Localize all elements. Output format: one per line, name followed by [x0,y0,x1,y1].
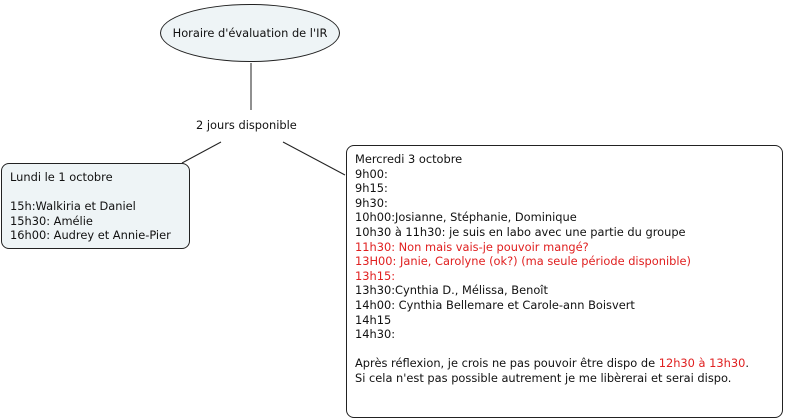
wednesday-note-line1: Après réflexion, je crois ne pas pouvoir… [355,356,774,371]
wednesday-slot: 9h15: [355,181,388,196]
note-text: Après réflexion, je crois ne pas pouvoir… [355,356,659,371]
wednesday-note-line2: Si cela n'est pas possible autrement je … [355,370,732,385]
note-end: . [745,356,749,371]
wednesday-slot: 14h30: [355,327,396,342]
wednesday-slot: 13H00: Janie, Carolyne (ok?) (ma seule p… [355,254,691,269]
note-highlight: 12h30 à 13h30 [658,356,746,371]
wednesday-slot: 10h30 à 11h30: je suis en labo avec une … [355,224,686,239]
monday-node[interactable]: Lundi le 1 octobre 15h:Walkiria et Danie… [1,163,190,249]
monday-slot: 15h30: Amélie [10,213,93,228]
root-concept-title: Horaire d'évaluation de l'IR [172,26,328,40]
wednesday-slot: 10h00:Josianne, Stéphanie, Dominique [355,210,577,225]
wednesday-slot: 9h00: [355,166,388,181]
link-label: 2 jours disponible [196,118,297,132]
wednesday-slot: 13h30:Cynthia D., Mélissa, Benoît [355,283,548,298]
root-concept-node[interactable]: Horaire d'évaluation de l'IR [160,4,340,62]
monday-slot: 16h00: Audrey et Annie-Pier [10,228,171,243]
monday-title: Lundi le 1 octobre [10,170,113,184]
link-label-to-monday [181,141,222,164]
wednesday-title: Mercredi 3 octobre [355,152,463,166]
wednesday-slot: 11h30: Non mais vais-je pouvoir mangé? [355,239,589,254]
wednesday-slot: 13h15: [355,268,396,283]
wednesday-slot: 14h00: Cynthia Bellemare et Carole-ann B… [355,297,635,312]
monday-slot: 15h:Walkiria et Daniel [10,199,136,214]
link-label-to-wednesday [282,141,346,176]
wednesday-node[interactable]: Mercredi 3 octobre 9h00:9h15:9h30:10h00:… [346,145,783,418]
wednesday-slot: 14h15 [355,312,392,327]
wednesday-slot: 9h30: [355,195,388,210]
